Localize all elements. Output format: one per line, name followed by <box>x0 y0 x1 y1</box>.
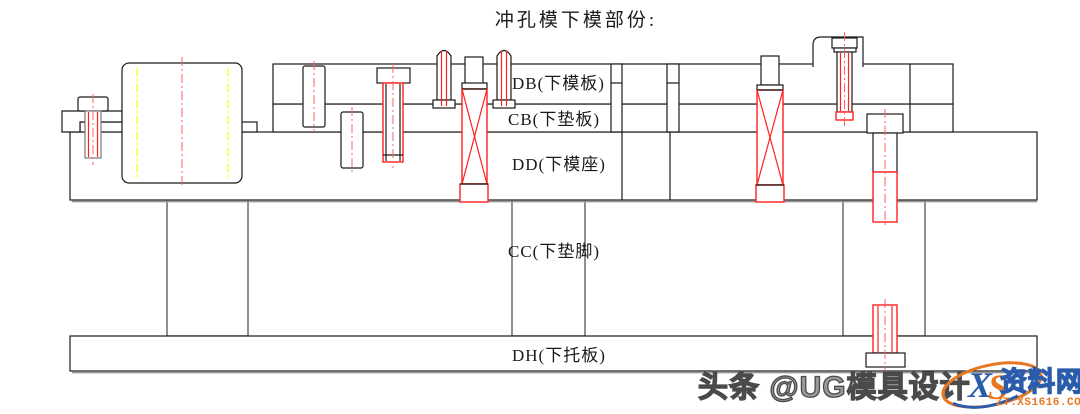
label-db: DB(下模板) <box>512 74 605 93</box>
logo-swoosh <box>952 394 1019 409</box>
watermark-byline: 头条 @UG模具设计 <box>697 370 971 404</box>
shoulder-bolt <box>812 32 864 126</box>
label-dd: DD(下模座) <box>512 155 606 174</box>
spring-unit-2 <box>755 55 785 203</box>
fasteners <box>302 32 906 371</box>
drawing-title: 冲孔模下模部份: <box>495 9 657 31</box>
left-die-assembly <box>61 57 258 188</box>
label-cb: CB(下垫板) <box>508 110 600 129</box>
logo-site-name: 资料网 <box>1000 367 1080 397</box>
die-block <box>121 57 243 188</box>
pilot-punch-1 <box>432 49 456 109</box>
clamp-bolt <box>77 94 109 165</box>
logo-letter-x: X <box>967 365 993 405</box>
site-logo: X S 资料网 ZT.XS1616.COM <box>941 361 1080 409</box>
logo-ellipse <box>941 361 1043 409</box>
insert-band-2 <box>666 63 680 200</box>
label-cc: CC(下垫脚) <box>508 242 600 261</box>
pilot-punch-2 <box>492 49 516 109</box>
logo-letter-s: S <box>988 367 1008 407</box>
spacer-foot-left <box>166 199 249 337</box>
dowel-pin-1 <box>302 61 326 132</box>
insert-band-1 <box>610 63 623 200</box>
spring-unit-1 <box>459 56 489 203</box>
logo-url: ZT.XS1616.COM <box>996 397 1080 409</box>
leg-bolt-upper <box>866 109 904 228</box>
spacer-foot-middle <box>511 199 586 337</box>
dowel-pin-2 <box>340 107 364 173</box>
leg-bolt-lower <box>865 299 906 371</box>
cap-screw <box>376 64 411 168</box>
label-dh: DH(下托板) <box>512 346 606 365</box>
